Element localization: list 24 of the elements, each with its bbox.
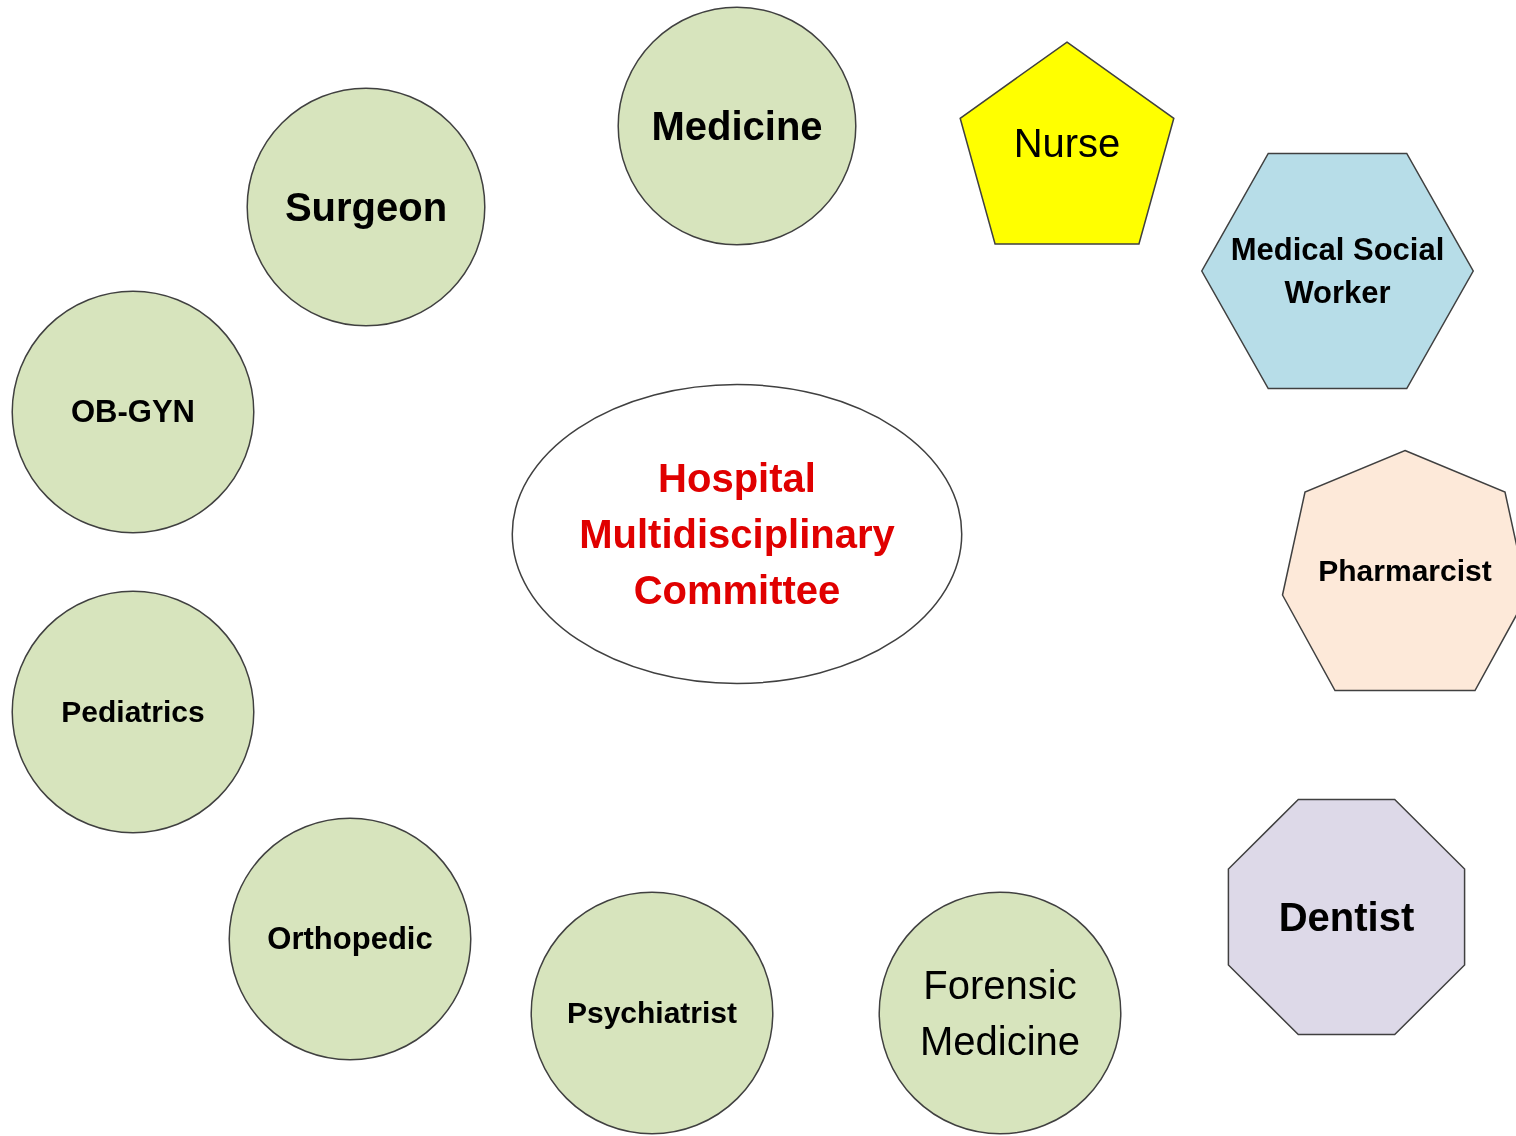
node-label: Pharmarcist <box>1318 552 1492 589</box>
octagon-node <box>1226 797 1467 1037</box>
ellipse-node <box>510 383 964 685</box>
node-label: Medical Social Worker <box>1229 230 1446 312</box>
pentagon-node <box>958 40 1176 246</box>
node-label: Surgeon <box>284 184 448 231</box>
circle-node <box>228 817 472 1061</box>
circle-node <box>11 590 255 834</box>
node-label: Forensic Medicine <box>918 962 1082 1065</box>
node-label: Orthopedic <box>267 920 433 959</box>
circle-node <box>617 6 857 246</box>
circle-node <box>246 87 486 327</box>
node-label: Psychiatrist <box>566 995 738 1031</box>
node-label: Nurse <box>1013 120 1121 167</box>
heptagon-node <box>1280 448 1516 693</box>
node-label: OB-GYN <box>71 393 195 432</box>
circle-node <box>11 290 255 534</box>
node-label: Medicine <box>651 103 823 150</box>
circle-node <box>530 891 774 1135</box>
node-label: Dentist <box>1278 894 1415 941</box>
circle-node <box>878 891 1122 1135</box>
node-label: Pediatrics <box>61 694 205 730</box>
node-label: Hospital Multidisciplinary Committee <box>578 455 896 614</box>
hexagon-node <box>1199 151 1476 391</box>
